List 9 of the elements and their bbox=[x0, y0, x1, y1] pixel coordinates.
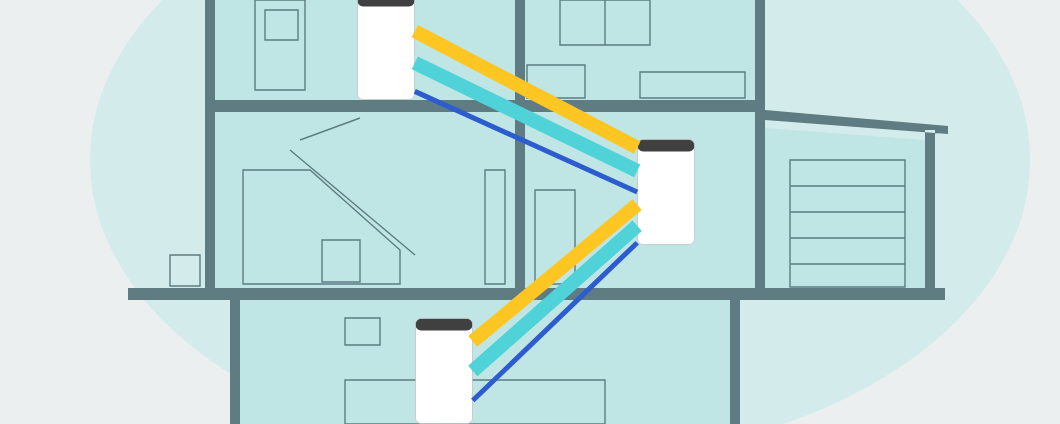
mesh-router bbox=[357, 0, 415, 100]
signal-band bbox=[468, 199, 642, 347]
mesh-router bbox=[637, 139, 695, 245]
signal-band bbox=[471, 240, 639, 403]
signal-band bbox=[411, 24, 641, 154]
signal-band bbox=[468, 220, 642, 377]
mesh-router bbox=[415, 318, 473, 424]
signal-band bbox=[411, 56, 641, 178]
signal-band bbox=[413, 89, 639, 195]
